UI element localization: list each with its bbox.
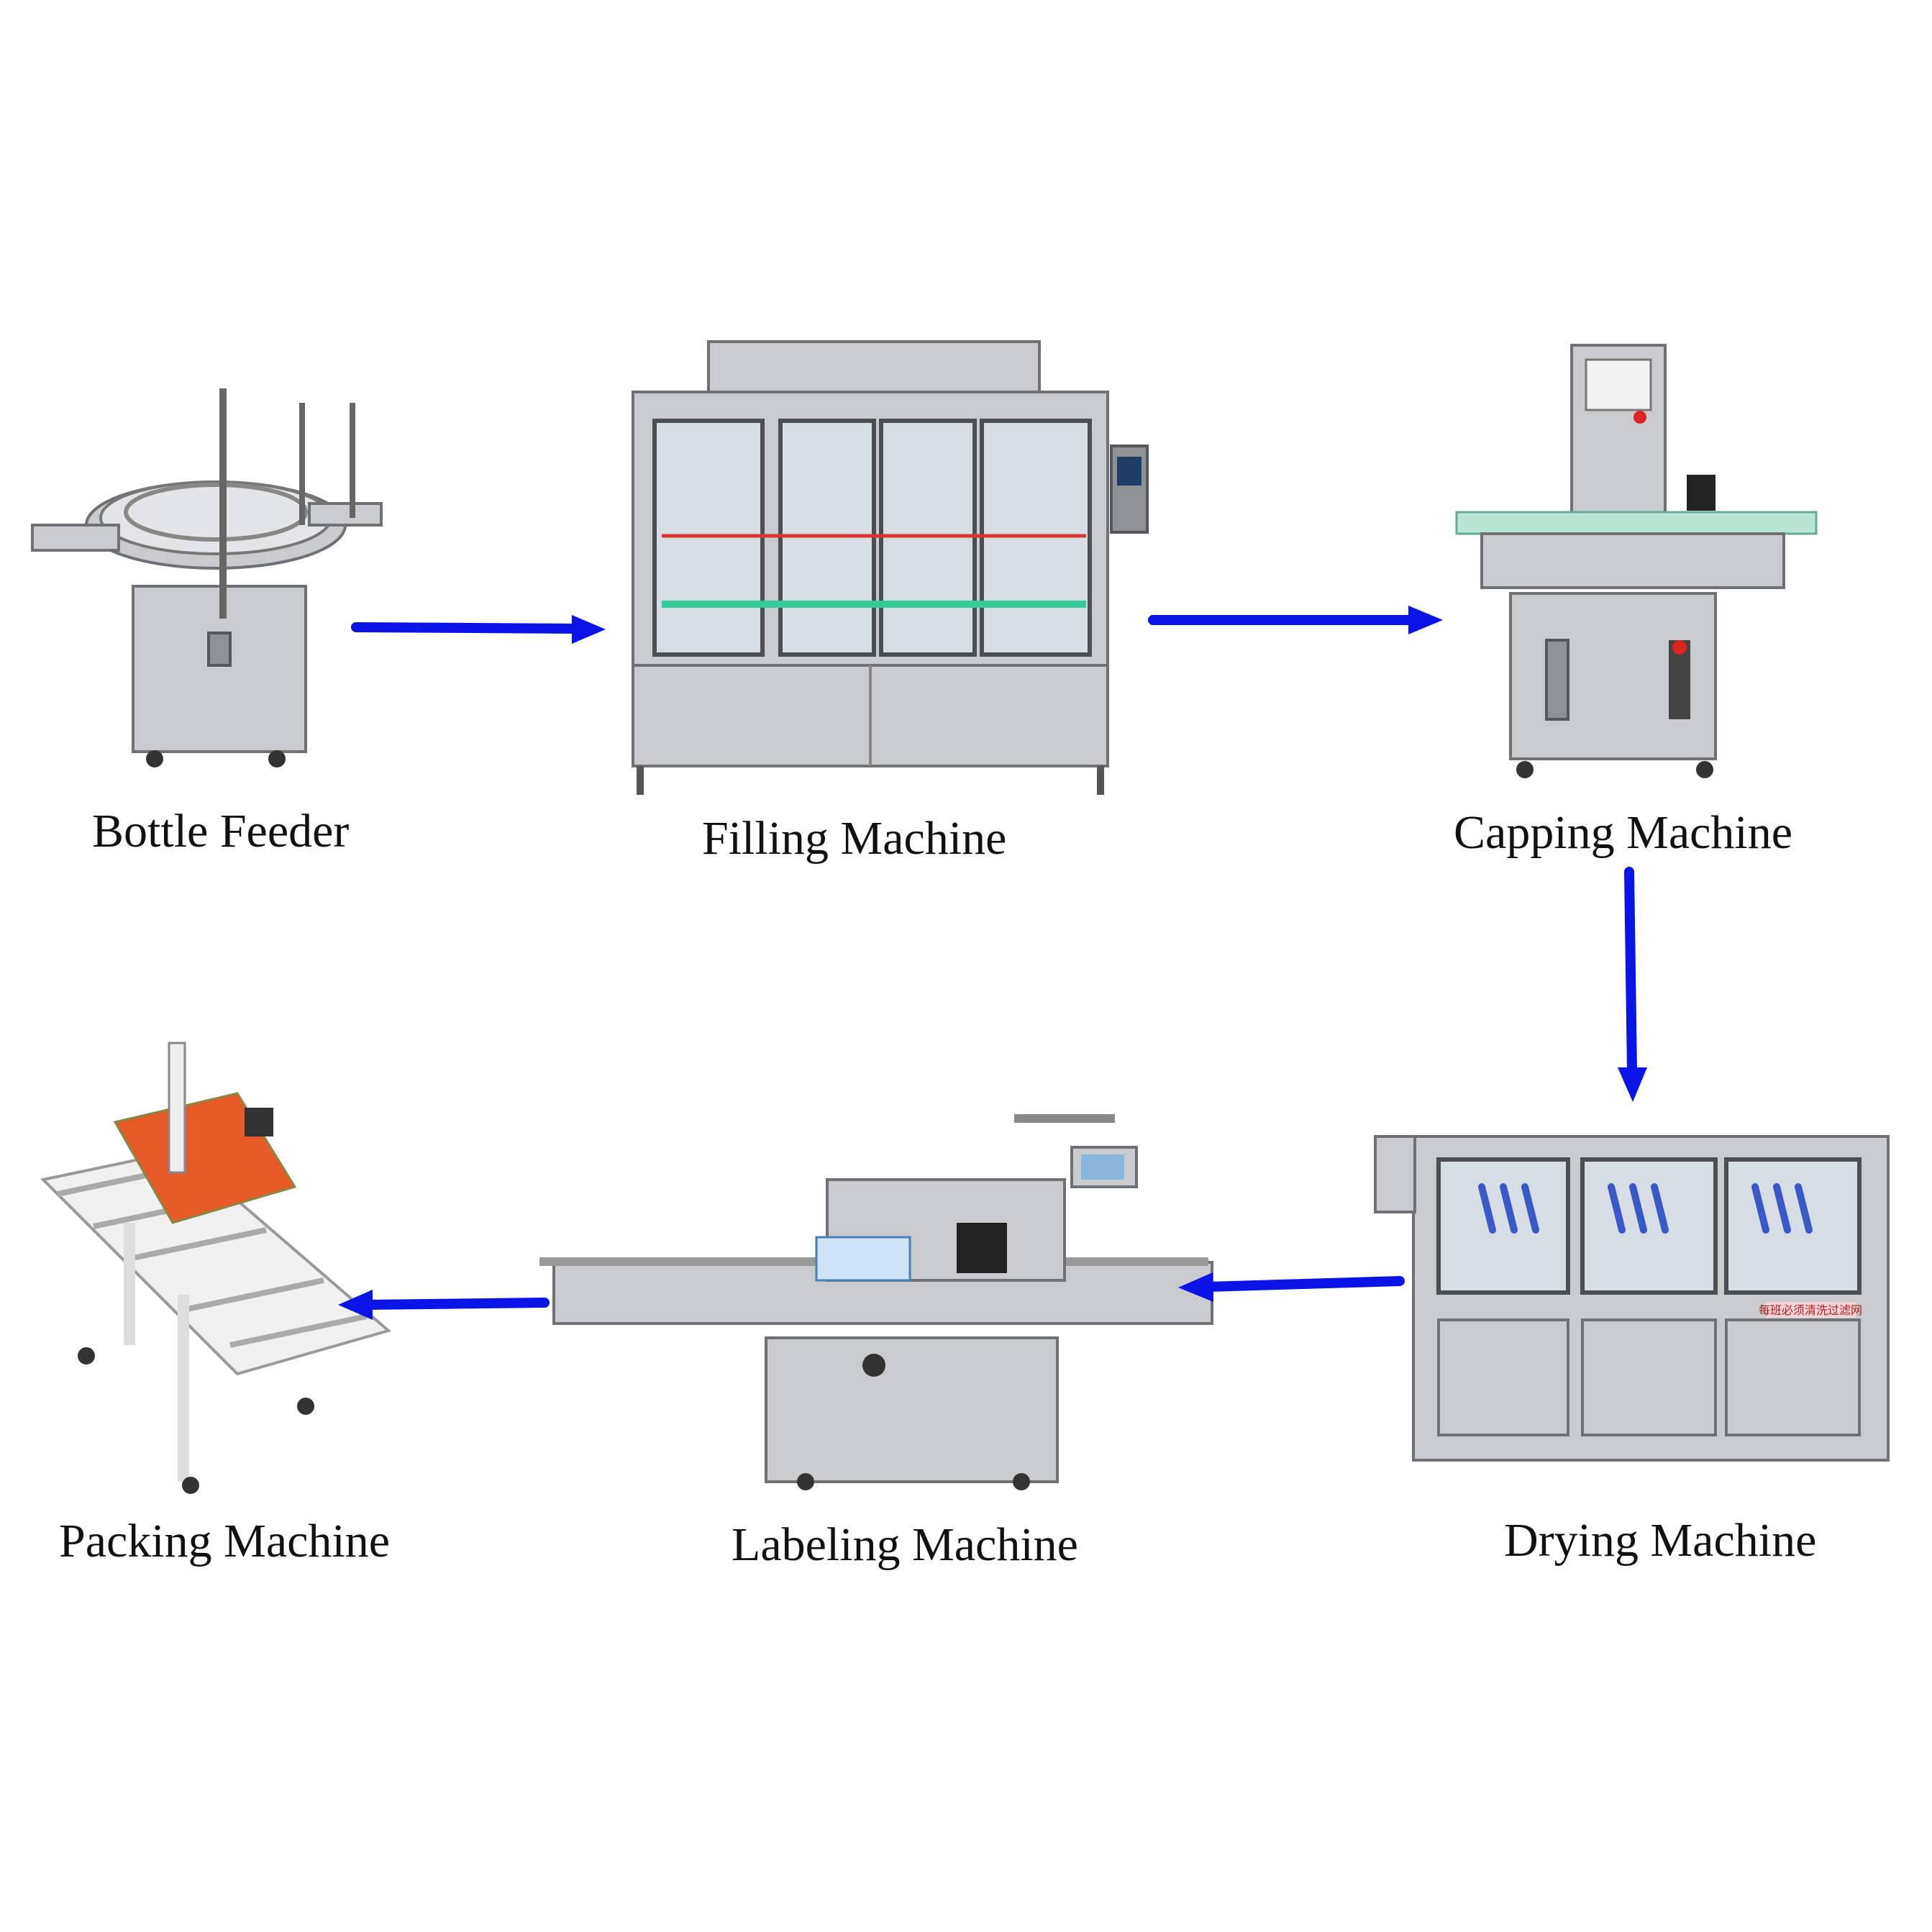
bottle-feeder-image — [31, 388, 383, 767]
packing-machine-image — [40, 1042, 392, 1494]
labeling-machine-image — [539, 1114, 1213, 1490]
flow-arrow-filling-to-capping — [1148, 606, 1443, 634]
flow-arrow-labeling-to-packing — [338, 1290, 550, 1320]
label-filling-machine: Filling Machine — [702, 812, 1007, 865]
flow-arrow-capping-to-drying — [1618, 867, 1647, 1102]
flow-arrow-feeder-to-filling — [351, 615, 606, 644]
label-packing-machine: Packing Machine — [59, 1515, 391, 1567]
drying-machine-image: 每班必须清洗过滤网 — [1374, 1135, 1890, 1462]
flow-arrow-drying-to-labeling — [1178, 1272, 1405, 1302]
label-labeling-machine: Labeling Machine — [732, 1518, 1078, 1571]
filling-machine-image — [632, 340, 1149, 795]
drying-sticker-text: 每班必须清洗过滤网 — [1759, 1303, 1862, 1317]
label-bottle-feeder: Bottle Feeder — [92, 805, 350, 857]
capping-machine-image — [1455, 344, 1818, 778]
label-drying-machine: Drying Machine — [1504, 1514, 1817, 1567]
label-capping-machine: Capping Machine — [1454, 806, 1793, 859]
